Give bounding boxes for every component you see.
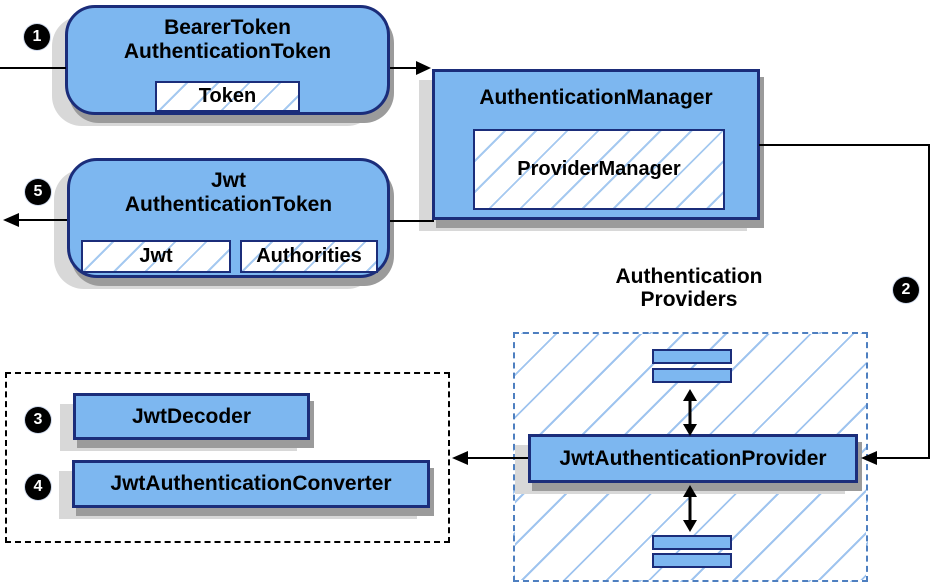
provider-placeholder-rect: [652, 535, 732, 550]
jwt-decoder-label: JwtDecoder: [131, 404, 252, 428]
token-field-label: Token: [198, 85, 257, 107]
bearer-token-node-title: BearerToken AuthenticationToken: [68, 16, 387, 64]
providers-label-line2: Providers: [640, 288, 738, 311]
authentication-providers-label: Authentication Providers: [564, 265, 814, 311]
jwt-authentication-converter-label: JwtAuthenticationConverter: [110, 472, 392, 495]
provider-placeholder-rect: [652, 553, 732, 568]
bearer-token-title-line2: AuthenticationToken: [123, 40, 332, 63]
providers-label-line1: Authentication: [615, 265, 763, 288]
jwt-decoder-node: JwtDecoder: [73, 393, 310, 440]
jwt-authentication-provider-node: JwtAuthenticationProvider: [528, 434, 858, 483]
provider-manager-field: ProviderManager: [473, 129, 725, 210]
jwt-token-outgoing-connector: [3, 213, 67, 227]
authentication-manager-title: AuthenticationManager: [479, 86, 713, 109]
authorities-field-label: Authorities: [256, 245, 362, 267]
step-badge-2: 2: [893, 277, 919, 303]
jwt-authentication-provider-label: JwtAuthenticationProvider: [559, 446, 827, 470]
jwt-token-title-line1: Jwt: [210, 169, 246, 192]
jwt-field-label: Jwt: [139, 245, 173, 267]
step-badge-1: 1: [24, 24, 50, 50]
authorities-field: Authorities: [240, 240, 378, 273]
bearer-token-authentication-token-node: BearerToken AuthenticationToken Token: [65, 5, 390, 115]
provider-placeholder-rect: [652, 368, 732, 383]
provider-manager-label: ProviderManager: [517, 158, 681, 180]
step-badge-4: 4: [25, 474, 51, 500]
jwt-token-node-title: Jwt AuthenticationToken: [70, 169, 387, 217]
token-field: Token: [155, 81, 300, 112]
provider-placeholder-rect: [652, 349, 732, 364]
jwt-field: Jwt: [81, 240, 231, 273]
jwt-token-title-line2: AuthenticationToken: [124, 193, 333, 216]
authentication-manager-node: AuthenticationManager ProviderManager: [432, 69, 760, 220]
bearer-to-manager-connector: [390, 61, 431, 75]
bearer-token-title-line1: BearerToken: [164, 16, 291, 39]
step-badge-5: 5: [25, 179, 51, 205]
jwt-authentication-converter-node: JwtAuthenticationConverter: [72, 460, 430, 508]
jwt-authentication-token-node: Jwt AuthenticationToken Jwt Authorities: [67, 158, 390, 278]
step-badge-3: 3: [25, 407, 51, 433]
